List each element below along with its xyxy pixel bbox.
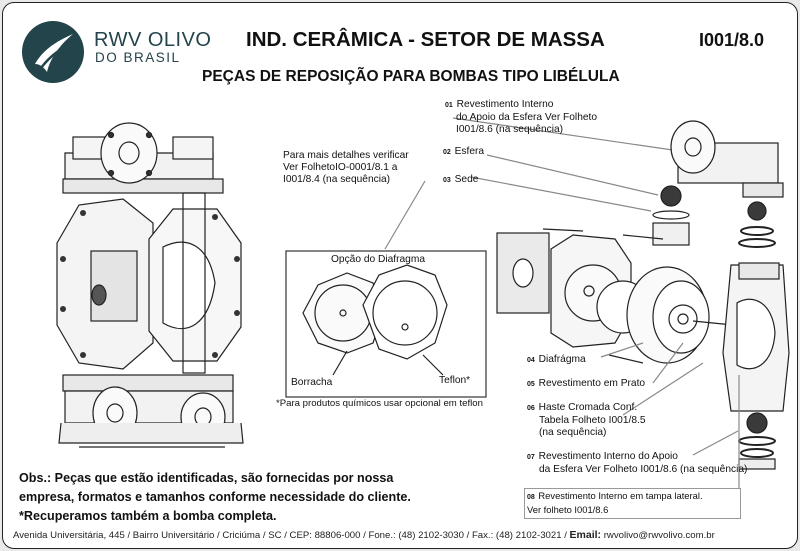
part-number: 03: [443, 177, 451, 184]
teflon-footnote: *Para produtos químicos usar opcional em…: [276, 398, 483, 409]
observations: Obs.: Peças que estão identificadas, são…: [19, 469, 411, 526]
part-01-line: Revestimento Interno: [456, 99, 554, 110]
part-07-callout: 07 Revestimento Interno do Apoio da Esfe…: [527, 451, 747, 476]
part-number: 05: [527, 381, 535, 388]
part-05-callout: 05 Revestimento em Prato: [527, 378, 645, 391]
part-01-callout: 01 Revestimento Interno do Apoio da Esfe…: [445, 99, 597, 136]
page-subtitle: PEÇAS DE REPOSIÇÃO PARA BOMBAS TIPO LIBÉ…: [202, 68, 620, 85]
part-04-callout: 04 Diafrágma: [527, 354, 586, 367]
part-05-line: Revestimento em Prato: [538, 378, 646, 389]
part-07-line: da Esfera Ver Folheto I001/8.6 (na sequê…: [539, 464, 748, 475]
part-06-line: Tabela Folheto I001/8.5: [539, 415, 646, 426]
obs-line: Obs.: Peças que estão identificadas, são…: [19, 471, 394, 485]
assembled-pump-drawing: [56, 122, 244, 448]
part-01-line: I001/8.6 (na sequência): [456, 124, 564, 135]
part-08-line: Revestimento Interno em tampa lateral.: [538, 490, 703, 501]
part-number: 07: [527, 454, 535, 461]
footer-email-label: Email:: [569, 529, 602, 541]
part-08-box: [524, 488, 741, 519]
document-code: I001/8.0: [699, 30, 765, 50]
part-02-callout: 02 Esfera: [443, 146, 484, 159]
part-number: 04: [527, 357, 535, 364]
teflon-diaphragm-drawing: [362, 264, 448, 360]
part-number: 02: [443, 149, 451, 156]
rwv-logo-icon: [22, 21, 84, 83]
part-number: 08: [527, 494, 535, 501]
obs-line: *Recuperamos também a bomba completa.: [19, 509, 277, 523]
detail-note: Para mais detalhes verificar Ver Folheto…: [283, 150, 409, 186]
exploded-pump-drawing: [496, 120, 790, 470]
part-04-line: Diafrágma: [538, 354, 586, 365]
footer: Avenida Universitária, 445 / Bairro Univ…: [13, 529, 793, 541]
part-08-callout: 08 Revestimento Interno em tampa lateral…: [527, 490, 703, 516]
part-06-line: (na sequência): [539, 427, 607, 438]
part-01-line: do Apoio da Esfera Ver Folheto: [456, 112, 598, 123]
part-06-line: Haste Cromada Conf.: [538, 402, 638, 413]
part-number: 06: [527, 405, 535, 412]
footer-email-link[interactable]: rwvolivo@rwvolivo.com.br: [603, 530, 715, 541]
detail-note-line: Ver FolhetoIO-0001/8.1 a: [283, 162, 398, 173]
detail-note-line: I001/8.4 (na sequência): [283, 174, 391, 185]
detail-note-line: Para mais detalhes verificar: [283, 150, 409, 161]
page-title: IND. CERÂMICA - SETOR DE MASSA: [246, 28, 605, 51]
diaphragm-box-title: Opção do Diafragma: [331, 254, 426, 265]
part-08-line: Ver folheto I001/8.6: [527, 504, 609, 515]
part-07-line: Revestimento Interno do Apoio: [538, 451, 678, 462]
footer-address: Avenida Universitária, 445 / Bairro Univ…: [13, 530, 567, 541]
pump-drawings: [56, 117, 790, 489]
part-number: 01: [445, 102, 453, 109]
brand-subtitle: DO BRASIL: [95, 50, 181, 65]
part-03-line: Sede: [454, 174, 479, 185]
part-02-line: Esfera: [454, 146, 485, 157]
brand-name: RWV OLIVO: [94, 29, 212, 51]
obs-line: empresa, formatos e tamanhos conforme ne…: [19, 490, 411, 504]
rubber-label: Borracha: [291, 377, 333, 388]
part-06-callout: 06 Haste Cromada Conf. Tabela Folheto I0…: [527, 402, 645, 439]
teflon-label: Teflon*: [439, 375, 471, 386]
part-03-callout: 03 Sede: [443, 174, 478, 187]
